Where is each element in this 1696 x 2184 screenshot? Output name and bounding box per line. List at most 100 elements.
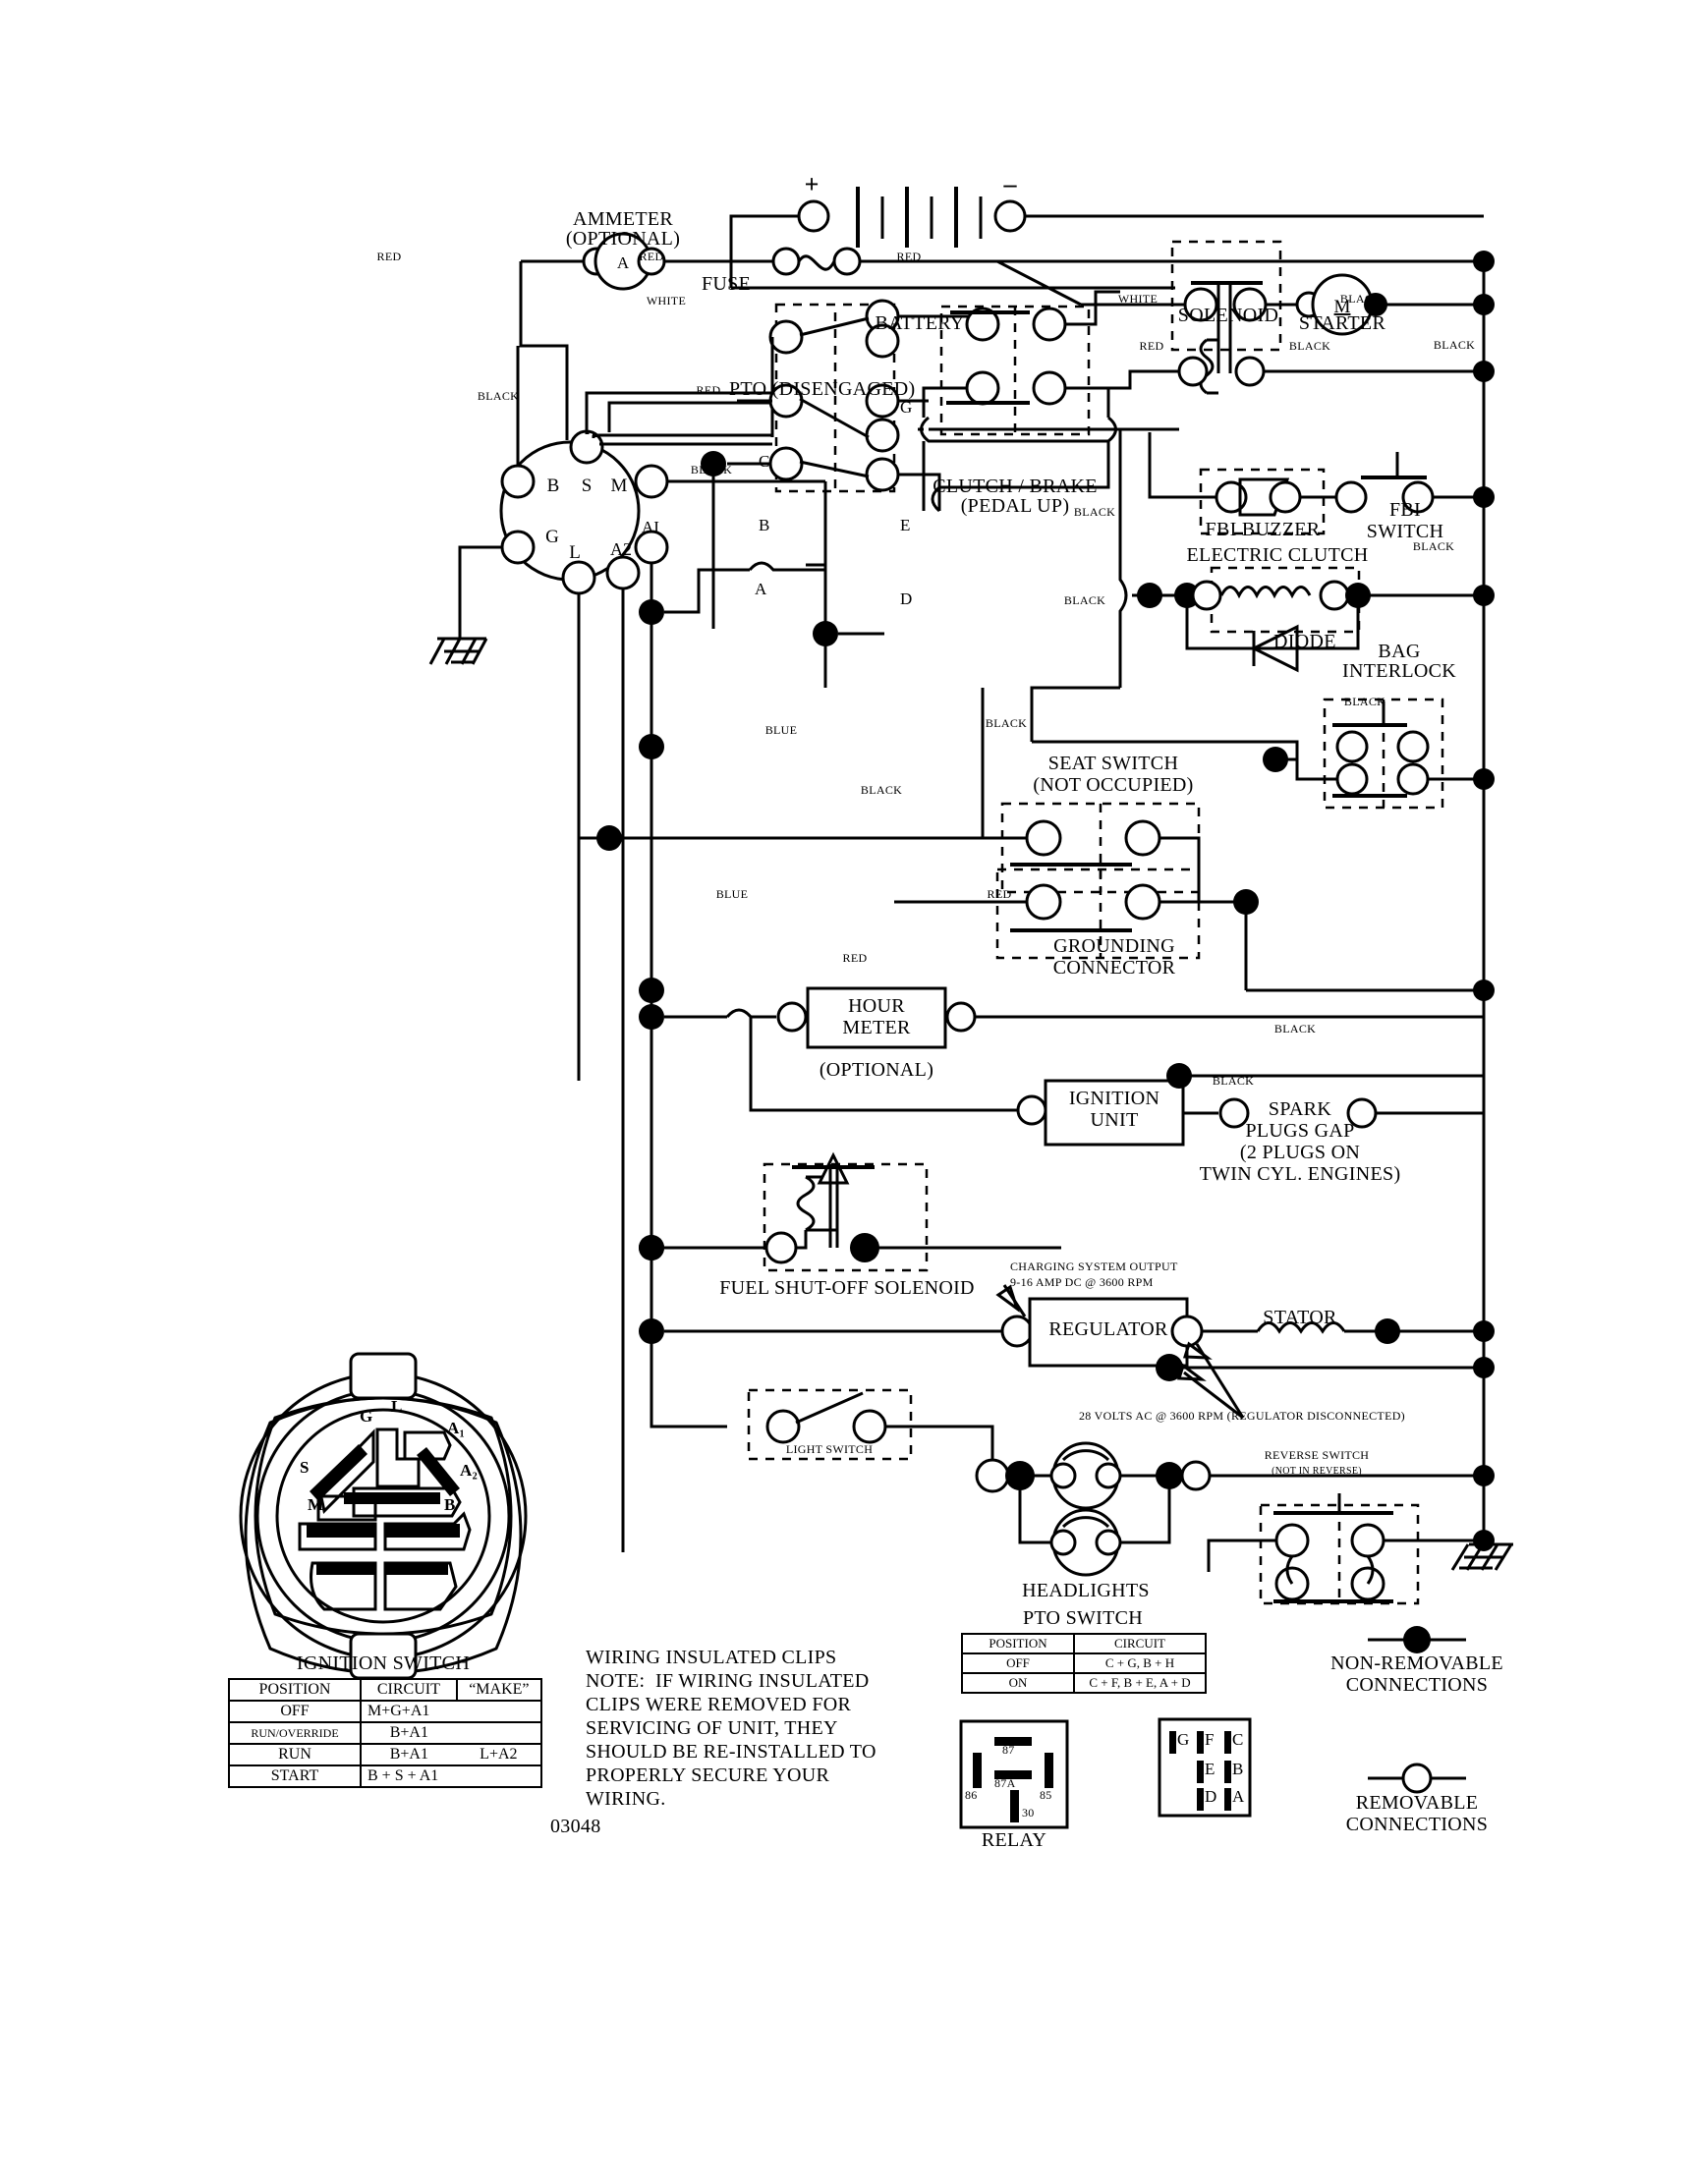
fuel-solenoid-label: FUEL SHUT-OFF SOLENOID [719,1277,975,1299]
ignition-switch-table: POSITION CIRCUIT “MAKE” OFF M+G+A1 RUN/O… [228,1678,543,1788]
svg-text:AI: AI [642,518,659,536]
bag-interlock-label-line1: BAG [1378,641,1421,662]
svg-text:–: – [1003,170,1018,198]
spark-plugs-line2: PLUGS GAP [1245,1120,1355,1142]
svg-text:A2: A2 [610,539,632,559]
row-runoverride-make [456,1721,543,1745]
hour-meter-label-line2: METER [842,1017,911,1038]
wire-label-white-4: WHITE [1117,292,1159,306]
svg-text:M: M [1334,297,1351,317]
table-row: RUN/OVERRIDE B+A1 [228,1721,543,1745]
bag-interlock-label-line2: INTERLOCK [1341,660,1457,682]
wire-label-black-18: BLACK [860,783,903,797]
svg-text:M: M [611,476,628,496]
wiring-clips-line6: WIRING. [586,1788,666,1810]
wire-label-red-2: RED [896,250,922,263]
wire-label-blue-16: BLUE [764,723,798,737]
relay-pin-85: 85 [1040,1788,1052,1802]
spark-plugs-line1: SPARK [1268,1098,1332,1120]
wire-label-black-17: BLACK [985,716,1028,730]
wire-label-black-23: BLACK [1212,1074,1255,1088]
row-off-make [456,1700,543,1723]
svg-text:A: A [617,253,630,272]
light-switch-label: LIGHT SWITCH [785,1442,874,1456]
wire-label-black-11: BLACK [690,463,733,476]
wiring-clips-line5: PROPERLY SECURE YOUR [586,1764,830,1786]
reverse-switch-label-line1: REVERSE SWITCH [1264,1448,1370,1462]
wire-label-black-8: BLACK [1433,338,1476,352]
pto-row-on-position: ON [961,1672,1075,1694]
battery-label: BATTERY [875,312,965,334]
wire-label-red-1: RED [639,250,664,263]
connector-pin-b: B [1232,1760,1244,1778]
pto-col-position: POSITION [961,1633,1075,1654]
pto-row-off-circuit: C + G, B + H [1073,1652,1207,1674]
wire-label-black-12: BLACK [1412,539,1455,553]
svg-text:S: S [582,476,593,496]
pto-col-circuit: CIRCUIT [1073,1633,1207,1654]
wire-label-white-3: WHITE [646,294,687,308]
face-pin-l: L [391,1397,403,1416]
pto-terminal-d: D [900,589,913,608]
wire-label-black-5: BLACK [1339,292,1383,306]
seat-switch-label-line2: (NOT OCCUPIED) [1033,774,1194,796]
wire-label-black-13: BLACK [1073,505,1116,519]
wiring-clips-line2: CLIPS WERE REMOVED FOR [586,1694,852,1715]
wire-label-red-0: RED [376,250,402,263]
ignition-unit-label-line1: IGNITION [1068,1088,1160,1109]
ammeter-label-line2: (OPTIONAL) [565,228,681,250]
ammeter-label-line1: AMMETER [572,208,674,230]
electric-clutch-label: ELECTRIC CLUTCH [1186,544,1369,566]
clutch-brake-label-line1: CLUTCH / BRAKE [933,476,1098,497]
seat-switch-label-line1: SEAT SWITCH [1047,753,1179,774]
row-off-position: OFF [228,1700,362,1723]
relay-pin-30: 30 [1022,1806,1035,1820]
charging-output-note-line1: CHARGING SYSTEM OUTPUT [1010,1260,1178,1273]
col-position: POSITION [228,1678,362,1702]
fbi-switch-label-line2: SWITCH [1366,521,1444,542]
legend-removable-line1: REMOVABLE [1355,1792,1479,1814]
table-header-row: POSITION CIRCUIT [961,1633,1207,1654]
wire-label-black-14: BLACK [1063,593,1106,607]
svg-text:G: G [545,527,559,547]
relay-pin-87a: 87A [994,1776,1016,1790]
connector-pin-g: G [1177,1730,1190,1749]
pto-switch-table: POSITION CIRCUIT OFF C + G, B + H ON C +… [961,1633,1207,1694]
face-pin-a2: A₂ [460,1461,478,1480]
col-make: “MAKE” [456,1678,543,1702]
drawing-number: 03048 [550,1816,601,1837]
face-pin-a1: A₁ [447,1419,465,1437]
wiring-clips-line4: SHOULD BE RE-INSTALLED TO [586,1741,876,1763]
fbi-switch-label-line1: FBI [1388,499,1422,521]
wiring-clips-line1: NOTE: IF WIRING INSULATED [586,1670,870,1692]
row-start-circuit: B + S + A1 [360,1764,457,1788]
table-row: ON C + F, B + E, A + D [961,1672,1207,1694]
grounding-connector-label-line1: GROUNDING [1053,935,1175,957]
pto-terminal-a: A [755,580,767,598]
relay-pin-87: 87 [1002,1743,1015,1757]
spark-plugs-line3: (2 PLUGS ON [1239,1142,1361,1163]
table-row: START B + S + A1 [228,1764,543,1788]
table-row: OFF C + G, B + H [961,1652,1207,1674]
wire-label-red-20: RED [987,887,1012,901]
row-off-circuit: M+G+A1 [360,1700,457,1723]
wire-label-blue-19: BLUE [715,887,749,901]
stator-label: STATOR [1263,1307,1337,1328]
row-start-position: START [228,1764,362,1788]
face-pin-g: G [360,1407,373,1426]
relay-caption: RELAY [981,1829,1047,1851]
solenoid-label: SOLENOID [1177,305,1279,326]
pto-terminal-b: B [759,516,770,534]
ac-volts-note: 28 VOLTS AC @ 3600 RPM (REGULATOR DISCON… [1079,1409,1405,1423]
connector-pin-c: C [1232,1730,1244,1749]
ignition-switch-caption: IGNITION SWITCH [296,1652,471,1674]
connector-pin-e: E [1205,1760,1215,1778]
spark-plugs-line4: TWIN CYL. ENGINES) [1199,1163,1401,1185]
row-runoverride-position: RUN/OVERRIDE [228,1721,362,1745]
wire-label-black-7: BLACK [1288,339,1331,353]
clutch-brake-label-line2: (PEDAL UP) [960,495,1070,517]
fbi-buzzer-label: FBI BUZZER [1205,519,1321,540]
headlights-label: HEADLIGHTS [1022,1580,1150,1601]
wiring-clips-title: WIRING INSULATED CLIPS [586,1647,837,1668]
